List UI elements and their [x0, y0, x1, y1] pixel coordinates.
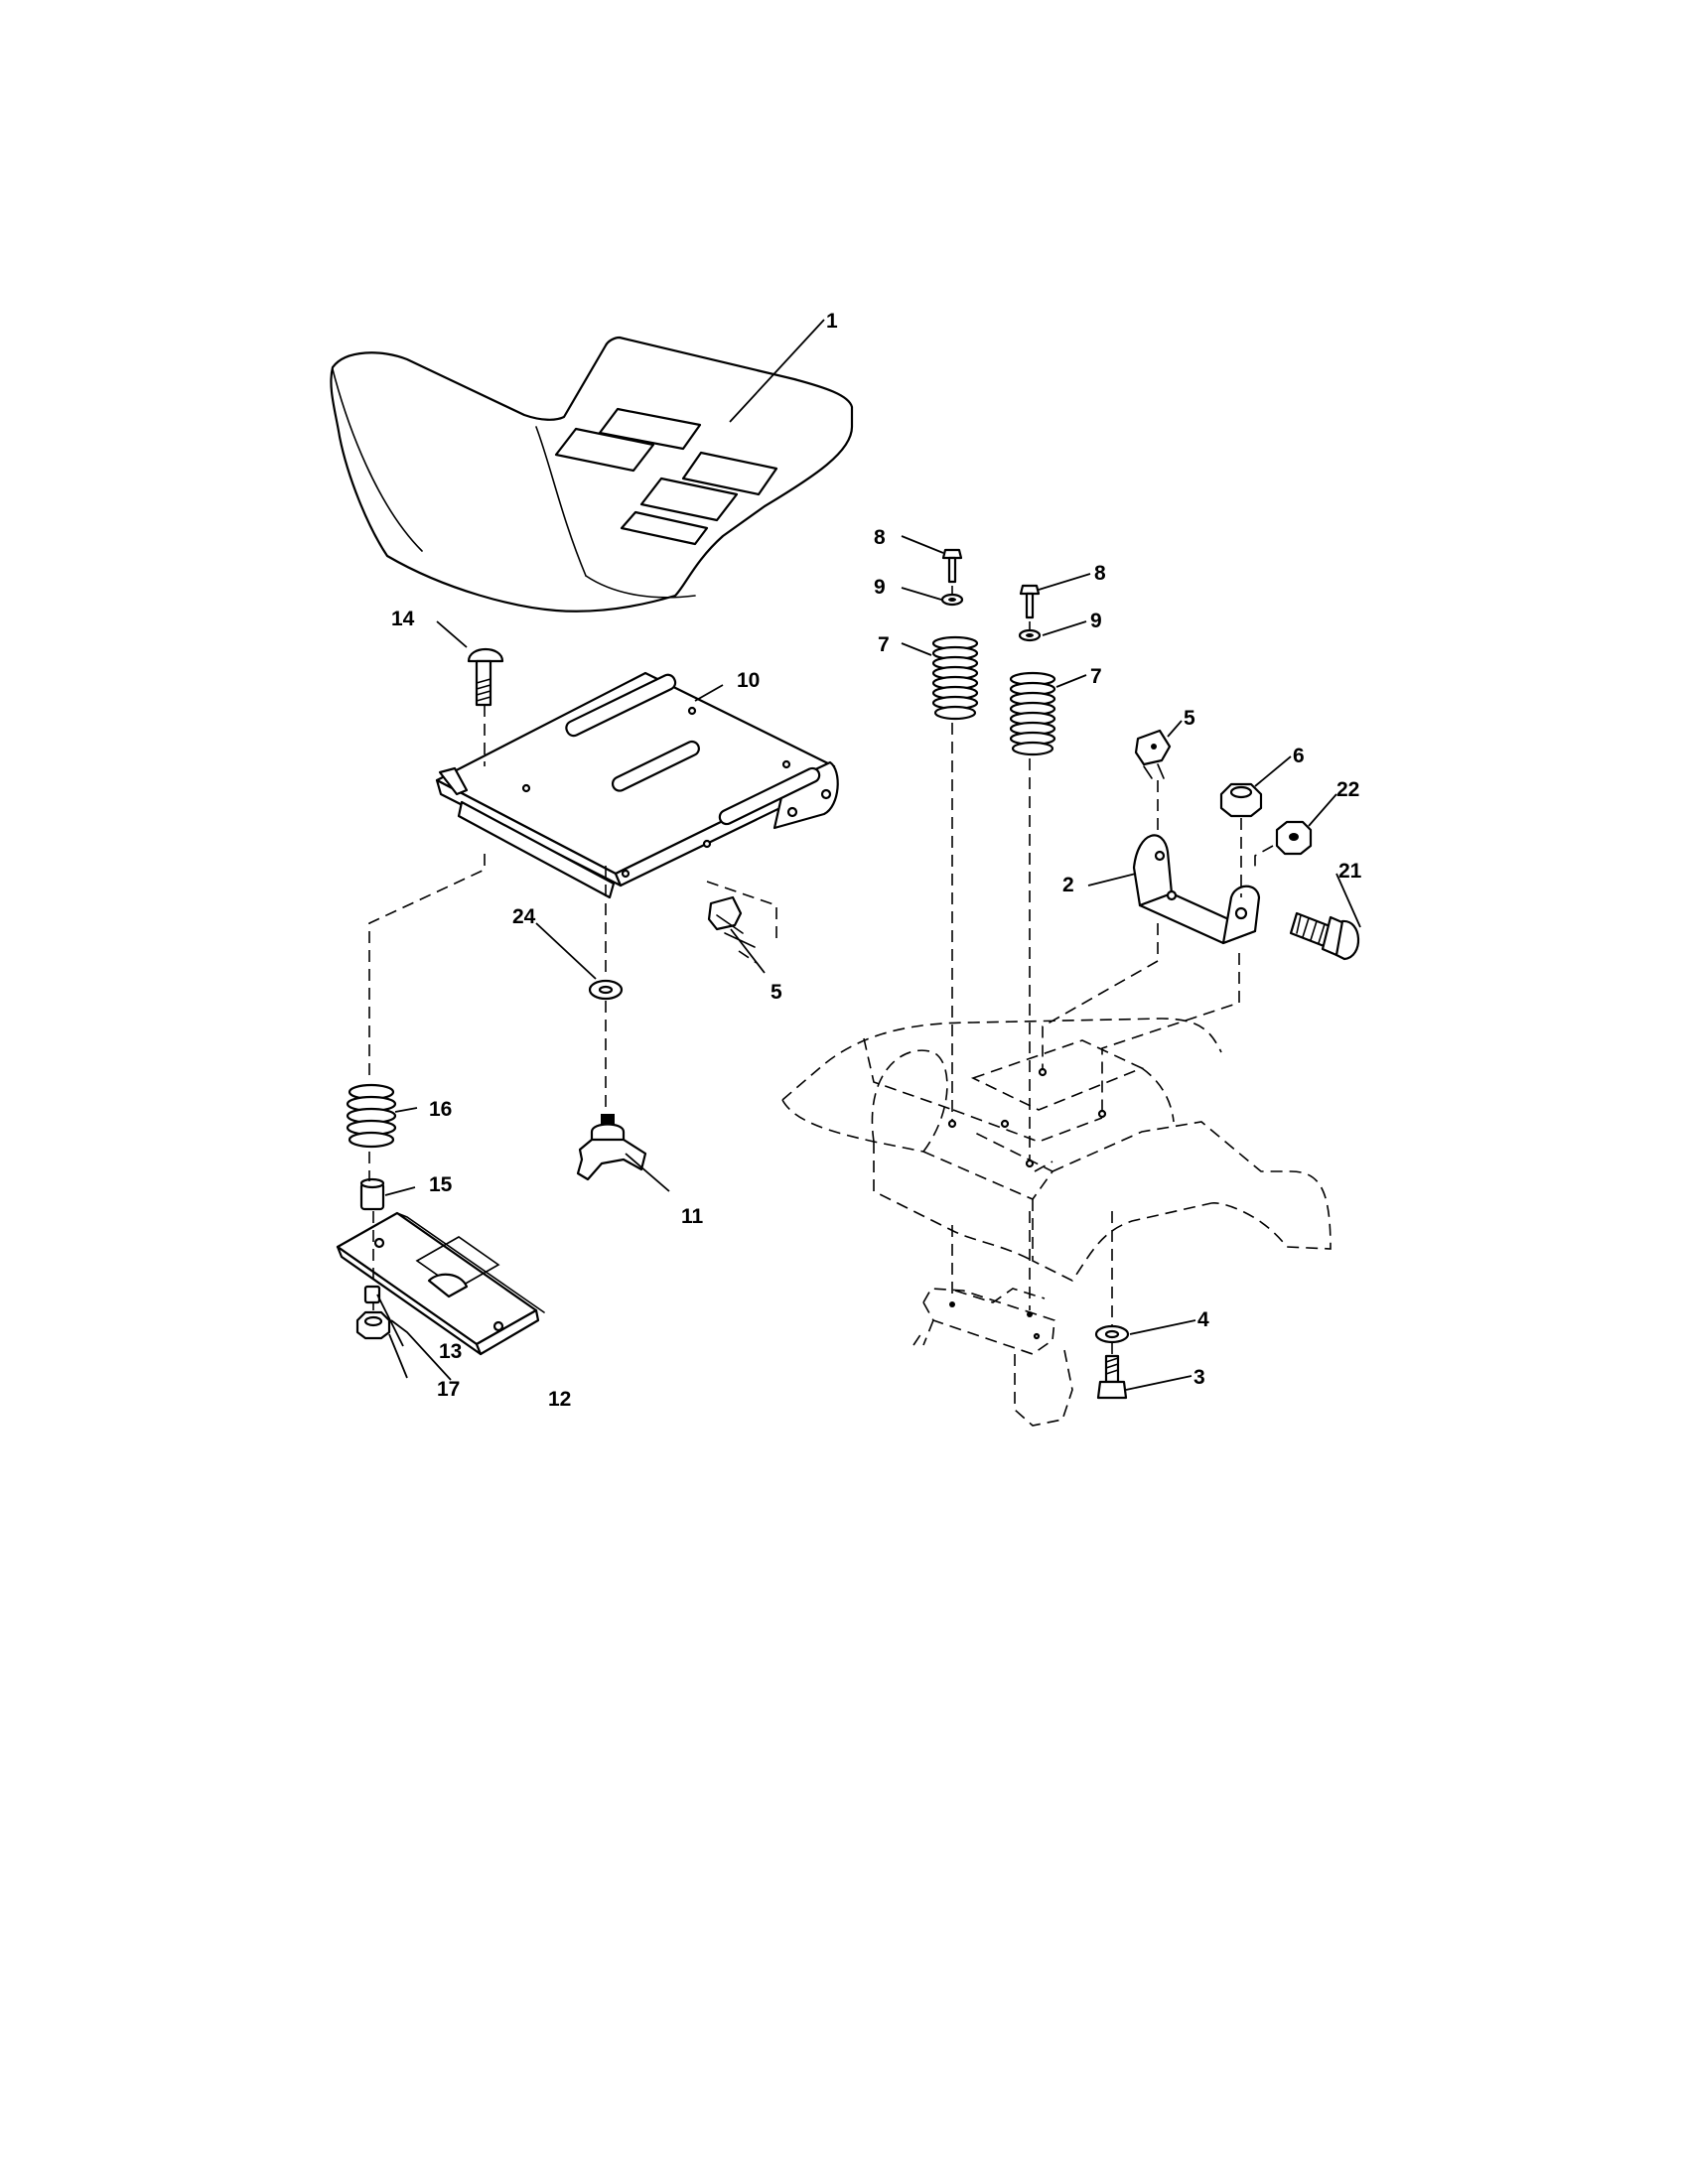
- callout-22: 22: [1336, 778, 1359, 801]
- spring-7-left: [931, 635, 979, 721]
- callout-11: 11: [681, 1205, 704, 1228]
- bolt-3: [1096, 1354, 1128, 1400]
- callout-10: 10: [737, 669, 760, 692]
- callout-15: 15: [429, 1173, 453, 1196]
- callout-8a: 8: [874, 526, 886, 549]
- nut-6: [1219, 782, 1263, 818]
- seat-pan: [435, 671, 839, 899]
- callout-5a: 5: [771, 981, 782, 1004]
- nut-17: [355, 1310, 391, 1340]
- callout-5b: 5: [1184, 707, 1195, 730]
- fender-phantom: [781, 1018, 1332, 1283]
- seat-clip-left: [707, 895, 756, 948]
- bolt-8-right: [1019, 584, 1041, 619]
- washer-4: [1094, 1324, 1130, 1344]
- callout-16: 16: [429, 1098, 452, 1121]
- callout-6: 6: [1293, 745, 1305, 767]
- pivot-bracket: [1132, 834, 1261, 945]
- nut-22: [1275, 820, 1313, 856]
- spring-7-right: [1009, 671, 1056, 756]
- carriage-bolt: [467, 648, 504, 707]
- callout-17: 17: [437, 1378, 460, 1401]
- spacer-15: [359, 1177, 385, 1211]
- callout-8b: 8: [1094, 562, 1106, 585]
- callout-12: 12: [548, 1388, 571, 1411]
- callout-14: 14: [391, 608, 415, 630]
- callout-4: 4: [1197, 1308, 1209, 1331]
- callouts: 1 14 10 24 5 16 11 15 13 17 12 8 9 7 8 9…: [391, 310, 1362, 1411]
- callout-1: 1: [826, 310, 838, 333]
- callout-9a: 9: [874, 576, 886, 599]
- callout-3: 3: [1193, 1366, 1205, 1389]
- washer-9-right: [1018, 628, 1042, 642]
- seat-clip-right: [1134, 729, 1172, 779]
- frame-bracket-phantom: [912, 1288, 1073, 1427]
- washer-9-left: [940, 593, 964, 607]
- callout-21: 21: [1338, 860, 1362, 883]
- washer-24: [588, 979, 624, 1001]
- callout-24: 24: [512, 905, 536, 928]
- spring-16: [346, 1083, 397, 1149]
- assembly-lines: [368, 586, 1274, 1356]
- callout-9b: 9: [1090, 610, 1102, 632]
- adjust-knob: [576, 1114, 647, 1181]
- callout-7a: 7: [878, 633, 890, 656]
- callout-2: 2: [1062, 874, 1074, 896]
- bolt-8-left: [941, 548, 963, 584]
- callout-13: 13: [439, 1340, 462, 1363]
- shoulder-bolt-21: [1289, 911, 1360, 961]
- callout-7b: 7: [1090, 665, 1102, 688]
- leader-lines: [376, 319, 1361, 1391]
- bushing-13: [363, 1285, 381, 1304]
- seat: [330, 336, 854, 613]
